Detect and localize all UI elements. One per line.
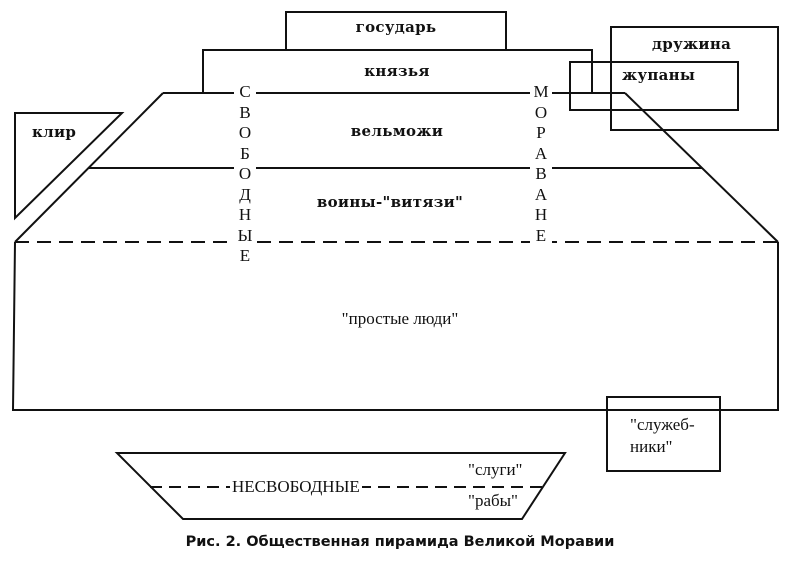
- servitors-label-line-2: ники": [630, 437, 673, 456]
- figure-caption: Рис. 2. Общественная пирамида Великой Мо…: [185, 534, 615, 550]
- moravians-vertical-label: МОРАВАНЕ: [530, 82, 552, 246]
- slaves-label: "рабы": [468, 491, 518, 510]
- clergy-triangle: [14, 112, 125, 221]
- retinue-box: [610, 26, 779, 131]
- servitors-box: [606, 396, 721, 472]
- princes-label: князья: [364, 62, 430, 80]
- zhupans-label: жупаны: [620, 66, 698, 84]
- servants-label: "слуги": [468, 460, 523, 479]
- common-people-label: "простые люди": [341, 309, 459, 328]
- warriors-label: воины-"витязи": [316, 193, 464, 211]
- common-people-box: [11, 241, 779, 411]
- nobles-label: вельможи: [350, 122, 444, 140]
- servitors-label: "служеб- ники": [630, 414, 695, 458]
- zhupans-box: [569, 61, 739, 111]
- ruler-label: государь: [355, 18, 437, 36]
- free-vertical-label: СВОБОДНЫЕ: [234, 82, 256, 267]
- retinue-label: дружина: [652, 35, 732, 53]
- unfree-trapezoid: [114, 452, 567, 520]
- unfree-label: НЕСВОБОДНЫЕ: [230, 477, 362, 496]
- clergy-label: клир: [32, 123, 77, 141]
- servitors-label-line-1: "служеб-: [630, 415, 695, 434]
- princes-box: [202, 49, 593, 93]
